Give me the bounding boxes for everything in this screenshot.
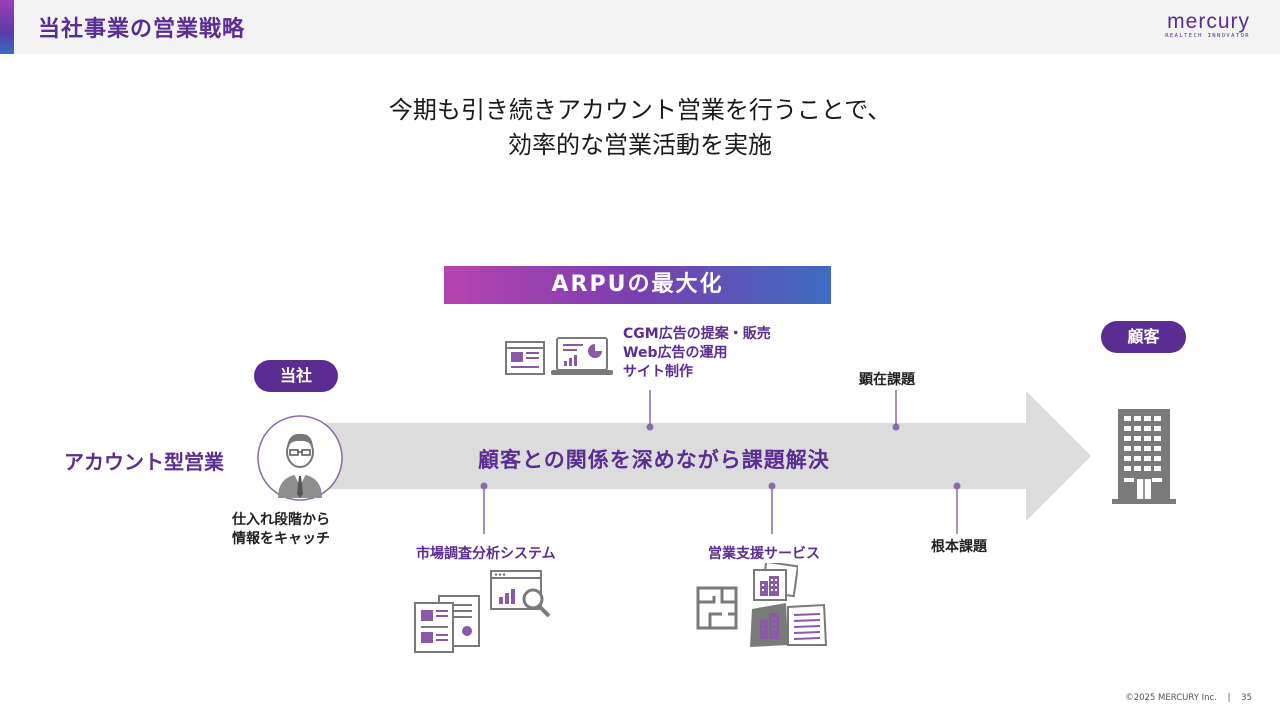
page-title: 当社事業の営業戦略 [38,17,246,42]
headline-line-2: 効率的な営業活動を実施 [508,131,772,159]
header-accent-bar [0,0,14,54]
ad-service-web: Web広告の運用 [623,345,728,361]
our-company-pill: 当社 [254,360,338,392]
connector-apparent-dot [892,423,900,431]
connector-sales-dot [768,482,776,490]
apparent-issues-label: 顕在課題 [859,372,915,388]
headline-line-1: 今期も引き続きアカウント営業を行うことで、 [388,96,892,124]
ad-service-site: サイト制作 [623,364,693,380]
photos-icon [753,563,798,601]
header-bar: 当社事業の営業戦略 mercury REALTECH INNOVATOR [0,0,1280,54]
ad-service-cgm: CGM広告の提案・販売 [623,326,771,342]
logo-wordmark: mercury [1167,10,1250,33]
footer-separator: | [1227,693,1231,703]
person-icon [257,415,343,501]
laptop-chart-icon [551,337,613,375]
customer-pill: 顧客 [1101,321,1186,353]
account-sales-label: アカウント型営業 [64,450,224,474]
copyright-text: ©2025 MERCURY Inc. [1125,693,1217,703]
info-catch-text: 仕入れ段階から 情報をキャッチ [232,511,330,549]
floorplan-icon [696,586,738,630]
arrow-label: 顧客との関係を深めながら課題解決 [478,448,830,472]
documents-icon [414,595,480,653]
logo-tagline: REALTECH INNOVATOR [1165,33,1250,39]
ad-services-list: CGM広告の提案・販売 Web広告の運用 サイト制作 [623,325,771,382]
analytics-search-icon [490,570,551,618]
arpu-banner: ARPUの最大化 [444,266,831,304]
connector-root-dot [953,482,961,490]
brochure-icon [750,603,828,647]
sales-support-label: 営業支援サービス [708,546,820,562]
connector-ad-dot [646,423,654,431]
info-catch-line-2: 情報をキャッチ [232,531,330,547]
root-issues-label: 根本課題 [931,539,987,555]
market-research-label: 市場調査分析システム [416,546,556,562]
connector-market-dot [480,482,488,490]
footer: ©2025 MERCURY Inc. | 35 [1125,693,1252,703]
progress-arrow [300,391,1091,521]
company-logo: mercury REALTECH INNOVATOR [1165,10,1250,39]
info-catch-line-1: 仕入れ段階から [232,512,330,528]
building-icon [1112,409,1176,504]
web-ad-icon [505,341,545,375]
page-number: 35 [1241,693,1252,703]
